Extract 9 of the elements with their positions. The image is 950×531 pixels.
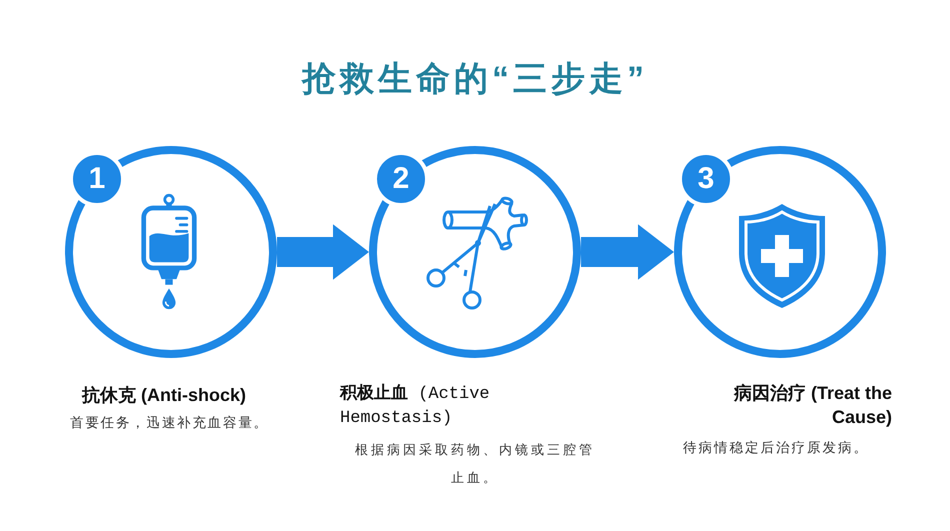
step-heading: 抗休克 (Anti-shock) xyxy=(82,384,247,407)
step-description: 待病情稳定后治疗原发病。 xyxy=(683,439,870,457)
step-heading: 病因治疗 (Treat the Cause) xyxy=(732,382,892,429)
step-description: 根据病因采取药物、内镜或三腔管止血。 xyxy=(354,441,596,487)
step-heading: 积极止血 (Active Hemostasis) xyxy=(340,383,491,430)
step-description: 首要任务，迅速补充血容量。 xyxy=(70,414,270,432)
arrow xyxy=(581,224,674,280)
arrow xyxy=(277,224,369,280)
title: 抢救生命的“三步走” xyxy=(300,59,649,100)
